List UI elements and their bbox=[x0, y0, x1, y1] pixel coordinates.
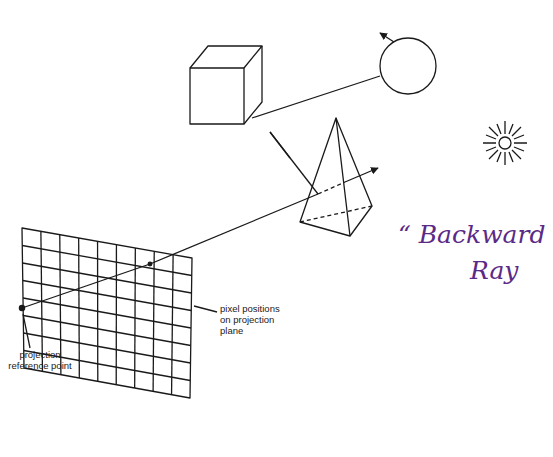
grid-line bbox=[23, 281, 192, 311]
plane-label: pixel positions on projection plane bbox=[220, 304, 292, 337]
pixel-dot bbox=[148, 262, 152, 266]
ray-path bbox=[22, 33, 394, 308]
leader-line bbox=[23, 314, 30, 348]
pyramid bbox=[300, 118, 372, 236]
sphere bbox=[380, 38, 436, 94]
point-label: projection reference point bbox=[4, 350, 76, 372]
leader-line bbox=[194, 306, 217, 312]
grid-line bbox=[23, 298, 191, 328]
light-source bbox=[483, 121, 527, 165]
grid-line bbox=[23, 263, 192, 293]
cube bbox=[190, 46, 262, 124]
grid-line bbox=[23, 316, 191, 346]
reference-point bbox=[19, 305, 24, 310]
handwritten-note: “ Backward bbox=[398, 222, 545, 247]
grid-line bbox=[22, 246, 192, 276]
projection-plane bbox=[22, 228, 192, 398]
handwritten-note: Ray bbox=[470, 258, 518, 283]
